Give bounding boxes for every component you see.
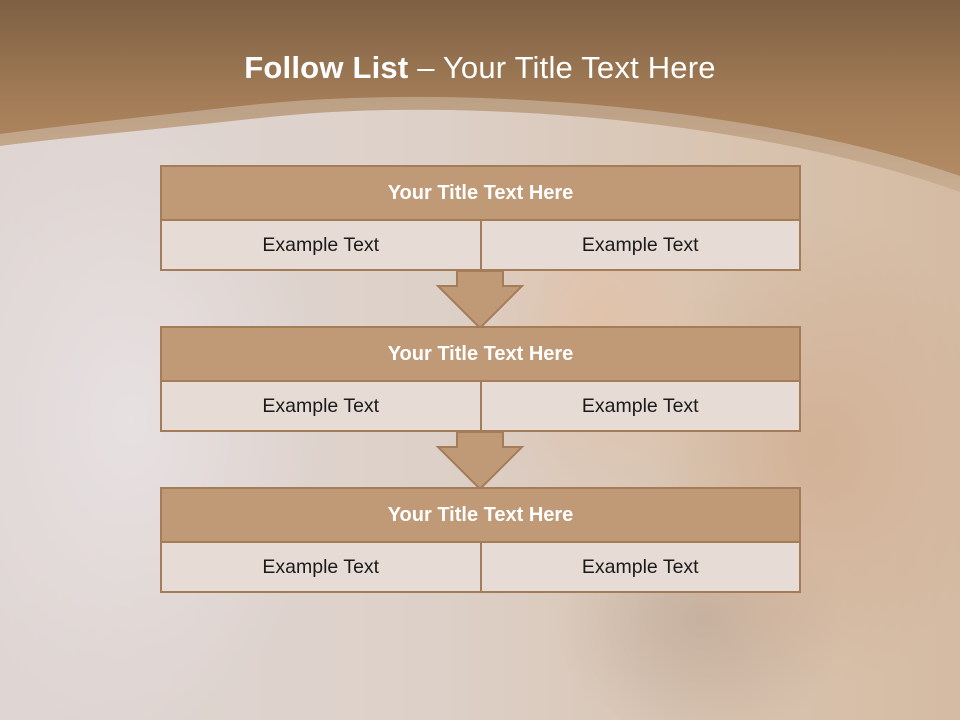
step-item[interactable]: Example Text — [481, 382, 801, 432]
step-item[interactable]: Example Text — [481, 221, 801, 271]
step-items-row: Example Text Example Text — [160, 382, 801, 432]
follow-list: Your Title Text Here Example Text Exampl… — [160, 165, 801, 593]
arrow-down-icon — [435, 432, 525, 491]
step-title[interactable]: Your Title Text Here — [160, 487, 801, 543]
header-banner — [0, 0, 960, 192]
step-item[interactable]: Example Text — [160, 382, 482, 432]
step-item[interactable]: Example Text — [481, 543, 801, 593]
slide-title-strong: Follow List — [244, 50, 409, 85]
slide-title: Follow List – Your Title Text Here — [0, 50, 960, 86]
step-item[interactable]: Example Text — [160, 221, 482, 271]
step-title[interactable]: Your Title Text Here — [160, 326, 801, 382]
step-items-row: Example Text Example Text — [160, 221, 801, 271]
step-items-row: Example Text Example Text — [160, 543, 801, 593]
list-step-1: Your Title Text Here Example Text Exampl… — [160, 165, 801, 271]
step-item[interactable]: Example Text — [160, 543, 482, 593]
list-step-2: Your Title Text Here Example Text Exampl… — [160, 326, 801, 432]
arrow-down-icon — [435, 271, 525, 330]
list-step-3: Your Title Text Here Example Text Exampl… — [160, 487, 801, 593]
slide-title-rest: – Your Title Text Here — [417, 50, 716, 85]
step-title[interactable]: Your Title Text Here — [160, 165, 801, 221]
